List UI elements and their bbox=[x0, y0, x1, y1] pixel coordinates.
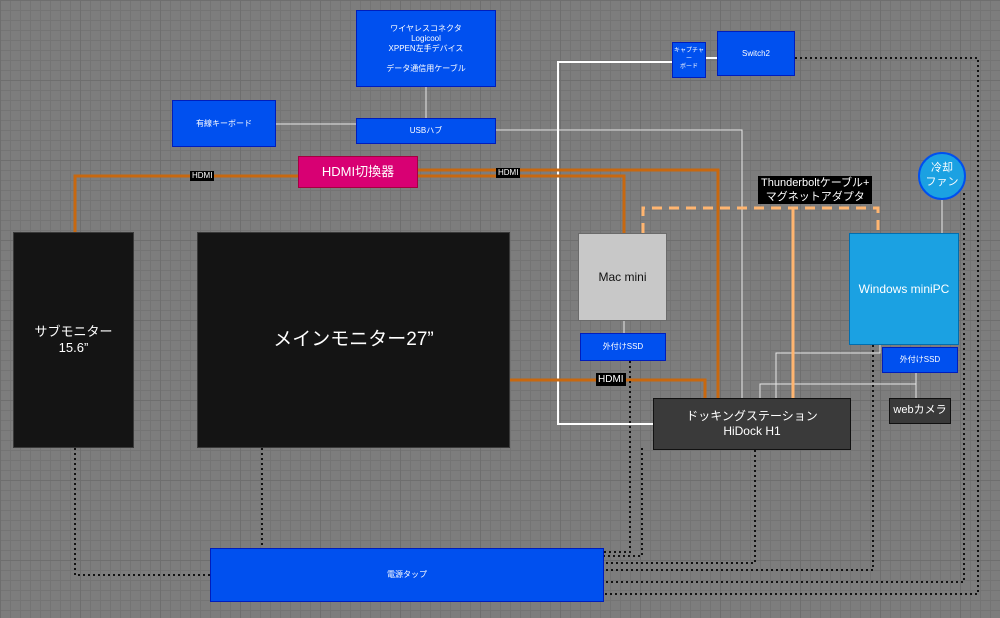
hdmi-switch-node[interactable]: HDMI切換器 bbox=[298, 156, 418, 188]
webcam-node[interactable]: webカメラ bbox=[889, 398, 951, 424]
power-cable bbox=[604, 450, 756, 564]
docking-station-node[interactable]: ドッキングステーション HiDock H1 bbox=[653, 398, 851, 450]
switch2-node[interactable]: Switch2 bbox=[717, 31, 795, 76]
cooling-fan-node[interactable]: 冷却 ファン bbox=[918, 152, 966, 200]
power-cable bbox=[604, 345, 874, 571]
hdmi-cable bbox=[73, 174, 298, 232]
wireless-connector-node[interactable]: ワイヤレスコネクタ Logicool XPPEN左手デバイス データ通信用ケーブ… bbox=[356, 10, 496, 87]
hdmi-cable bbox=[510, 378, 707, 398]
power-cable bbox=[604, 57, 979, 595]
capture-cable bbox=[557, 61, 672, 425]
thunderbolt-label: Thunderboltケーブル+ マグネットアダプタ bbox=[758, 176, 873, 204]
thunderbolt-cable bbox=[641, 206, 880, 233]
hdmi-label: HDMI bbox=[496, 168, 521, 178]
mac-mini-node[interactable]: Mac mini bbox=[578, 233, 667, 321]
power-cable bbox=[604, 361, 631, 553]
hdmi-label: HDMI bbox=[190, 171, 215, 181]
power-cable bbox=[74, 448, 210, 576]
windows-minipc-node[interactable]: Windows miniPC bbox=[849, 233, 959, 345]
hdmi-cable bbox=[418, 174, 626, 233]
hdmi-label: HDMI bbox=[596, 373, 626, 386]
usb-cable bbox=[775, 345, 881, 398]
mac-external-ssd-node[interactable]: 外付けSSD bbox=[580, 333, 666, 361]
power-cable bbox=[604, 448, 643, 557]
wired-keyboard-node[interactable]: 有線キーボード bbox=[172, 100, 276, 147]
main-monitor-node[interactable]: メインモニター27” bbox=[197, 232, 510, 448]
capture-board-node[interactable]: キャプチャー ボード bbox=[672, 42, 706, 78]
usb-cable bbox=[759, 373, 917, 398]
sub-monitor-node[interactable]: サブモニター 15.6” bbox=[13, 232, 134, 448]
windows-external-ssd-node[interactable]: 外付けSSD bbox=[882, 347, 958, 373]
usb-cable bbox=[496, 129, 743, 398]
power-strip-node[interactable]: 電源タップ bbox=[210, 548, 604, 602]
usb-hub-node[interactable]: USBハブ bbox=[356, 118, 496, 144]
